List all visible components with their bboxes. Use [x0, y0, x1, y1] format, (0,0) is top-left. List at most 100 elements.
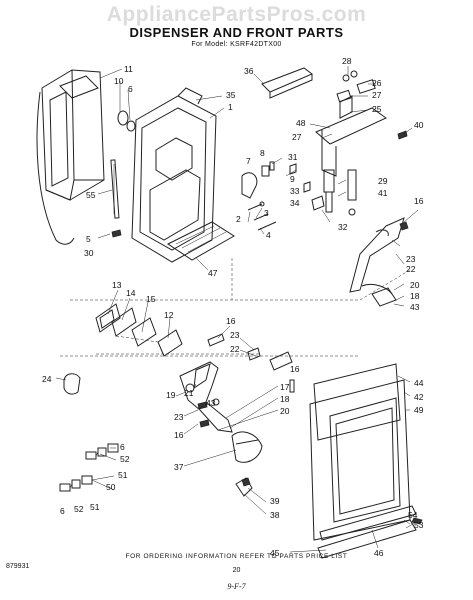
callout-33: 33	[290, 186, 300, 196]
callout-17: 17	[280, 382, 290, 392]
model-number: For Model: KSRF42DTX00	[191, 41, 282, 48]
callout-6c: 6	[60, 506, 65, 516]
diagram-title: DISPENSER AND FRONT PARTS	[129, 25, 344, 40]
callout-18b: 18	[280, 394, 290, 404]
callout-7: 7	[246, 156, 251, 166]
callout-51b: 51	[90, 502, 100, 512]
callout-23b: 23	[230, 330, 240, 340]
callout-14: 14	[126, 288, 136, 298]
callout-20a: 20	[410, 280, 420, 290]
part-dispenser-housing	[131, 87, 217, 263]
callout-40: 40	[414, 120, 424, 130]
callout-50: 50	[106, 482, 116, 492]
callout-15: 15	[146, 294, 156, 304]
callout-labels: 11 10 6 55 5 30 35 1 36 28 26 27 25 48 2…	[42, 56, 424, 558]
callout-23a: 23	[406, 254, 416, 264]
callout-27: 27	[372, 90, 382, 100]
revision-date-code: 9-F-7	[227, 582, 246, 591]
part-drip-grille	[167, 221, 235, 261]
callout-6: 6	[128, 84, 133, 94]
callout-53: 53	[414, 520, 424, 530]
callout-29: 29	[378, 176, 388, 186]
callout-24: 24	[42, 374, 52, 384]
callout-18a: 18	[410, 291, 420, 301]
callout-16d: 16	[174, 430, 184, 440]
part-door-flap	[117, 110, 136, 132]
callout-52a: 52	[120, 454, 130, 464]
part-nozzle	[235, 477, 253, 497]
callout-49: 49	[414, 405, 424, 415]
callout-27b: 27	[292, 132, 302, 142]
callout-30: 30	[84, 248, 94, 258]
page-number: 20	[232, 567, 241, 574]
callout-32: 32	[338, 222, 348, 232]
part-dispenser-paddle	[231, 431, 263, 463]
part-pin-16	[207, 333, 295, 393]
callout-39: 39	[270, 496, 280, 506]
callout-5: 5	[86, 234, 91, 244]
callout-11: 11	[124, 64, 133, 74]
part-bottom-trim-rail	[319, 505, 423, 541]
callout-12: 12	[164, 310, 174, 320]
part-small-hardware	[241, 161, 325, 211]
part-actuator-lever-upper	[349, 217, 409, 307]
callout-19: 19	[166, 390, 176, 400]
part-solenoid-stack	[323, 169, 357, 216]
part-pivot-bracket-23	[247, 347, 293, 371]
callout-36: 36	[244, 66, 254, 76]
callout-21: 21	[184, 388, 194, 398]
callout-4: 4	[266, 230, 271, 240]
part-screw-40	[397, 130, 408, 140]
callout-26: 26	[372, 78, 382, 88]
callout-2: 2	[236, 214, 241, 224]
callout-43b: 43	[206, 398, 216, 408]
callout-16c: 16	[290, 364, 300, 374]
assembly-guide-lines	[60, 258, 411, 357]
part-front-panel-assembly	[309, 363, 417, 559]
callout-43a: 43	[410, 302, 420, 312]
callout-20b: 20	[280, 406, 290, 416]
part-ice-chute-housing	[36, 69, 105, 245]
callout-34: 34	[290, 198, 300, 208]
callout-6b: 6	[120, 442, 125, 452]
callout-54: 54	[408, 510, 418, 520]
ordering-info-note: FOR ORDERING INFORMATION REFER TO PARTS …	[125, 553, 348, 560]
callout-45: 45	[270, 548, 280, 558]
callout-16a: 16	[414, 196, 424, 206]
callout-38: 38	[270, 510, 280, 520]
callout-22a: 22	[406, 264, 416, 274]
part-hinge-pin-2-3-4	[247, 201, 277, 231]
part-chute-seal-strip	[110, 159, 120, 219]
part-lamp-socket-24	[63, 373, 81, 395]
site-watermark: AppliancePartsPros.com	[106, 3, 367, 26]
leader-lines	[55, 66, 419, 553]
callout-23c: 23	[174, 412, 184, 422]
part-screw-5	[111, 229, 122, 238]
callout-55: 55	[86, 190, 96, 200]
part-screw-28	[342, 70, 358, 82]
callout-51a: 51	[118, 470, 128, 480]
part-microswitch-27	[336, 89, 352, 103]
callout-48: 48	[296, 118, 306, 128]
callout-31: 31	[288, 152, 298, 162]
callout-16b: 16	[226, 316, 236, 326]
callout-46: 46	[374, 548, 384, 558]
callout-28: 28	[342, 56, 352, 66]
part-top-cover-strip	[261, 67, 313, 99]
callout-44: 44	[414, 378, 424, 388]
callout-47: 47	[208, 268, 218, 278]
part-screws-43	[197, 401, 210, 428]
callout-22b: 22	[230, 344, 240, 354]
callout-9: 9	[290, 174, 295, 184]
callout-35: 35	[226, 90, 236, 100]
callout-52b: 52	[74, 504, 84, 514]
callout-3: 3	[264, 208, 269, 218]
callout-8: 8	[260, 148, 265, 158]
callout-1: 1	[228, 102, 233, 112]
callout-10: 10	[114, 76, 124, 86]
callout-41: 41	[378, 188, 388, 198]
callout-37: 37	[174, 462, 184, 472]
document-code: 879931	[6, 563, 30, 570]
